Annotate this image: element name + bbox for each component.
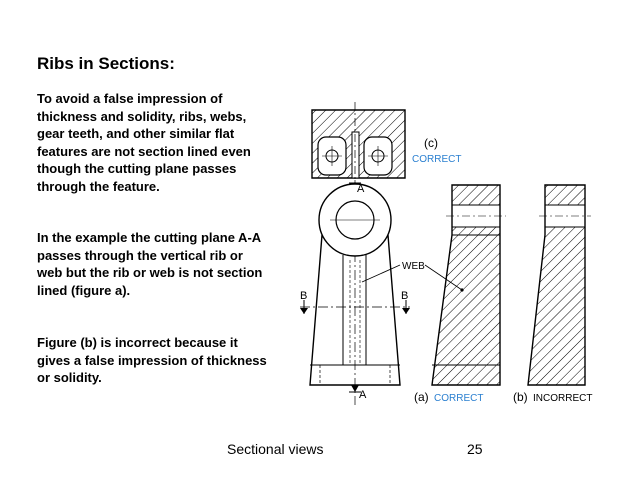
paragraph-false-impression: To avoid a false impression of thickness…	[37, 91, 251, 194]
cut-label-top: A	[357, 183, 365, 195]
slide-title: Ribs in Sections:	[37, 54, 175, 73]
view-c-label: (c)	[424, 136, 438, 150]
footer-label: Sectional views	[227, 441, 324, 457]
front-view	[300, 180, 464, 405]
view-a-status: CORRECT	[434, 393, 483, 404]
section-view-c	[311, 102, 406, 186]
paragraph-example: In the example the cutting plane A-A pas…	[37, 230, 263, 298]
view-a-label: (a)	[414, 390, 429, 404]
view-c-status: CORRECT	[412, 154, 461, 165]
paragraph-incorrect: Figure (b) is incorrect because it gives…	[37, 335, 267, 385]
cut-label-bottom: A	[359, 389, 367, 401]
web-label: WEB	[402, 261, 425, 272]
cut-label-right: B	[401, 290, 408, 302]
view-b-label: (b)	[513, 390, 528, 404]
cut-label-left: B	[300, 290, 307, 302]
section-view-a	[431, 184, 506, 386]
page-number: 25	[467, 441, 483, 457]
section-view-b	[527, 184, 591, 386]
view-b-status: INCORRECT	[533, 393, 592, 404]
